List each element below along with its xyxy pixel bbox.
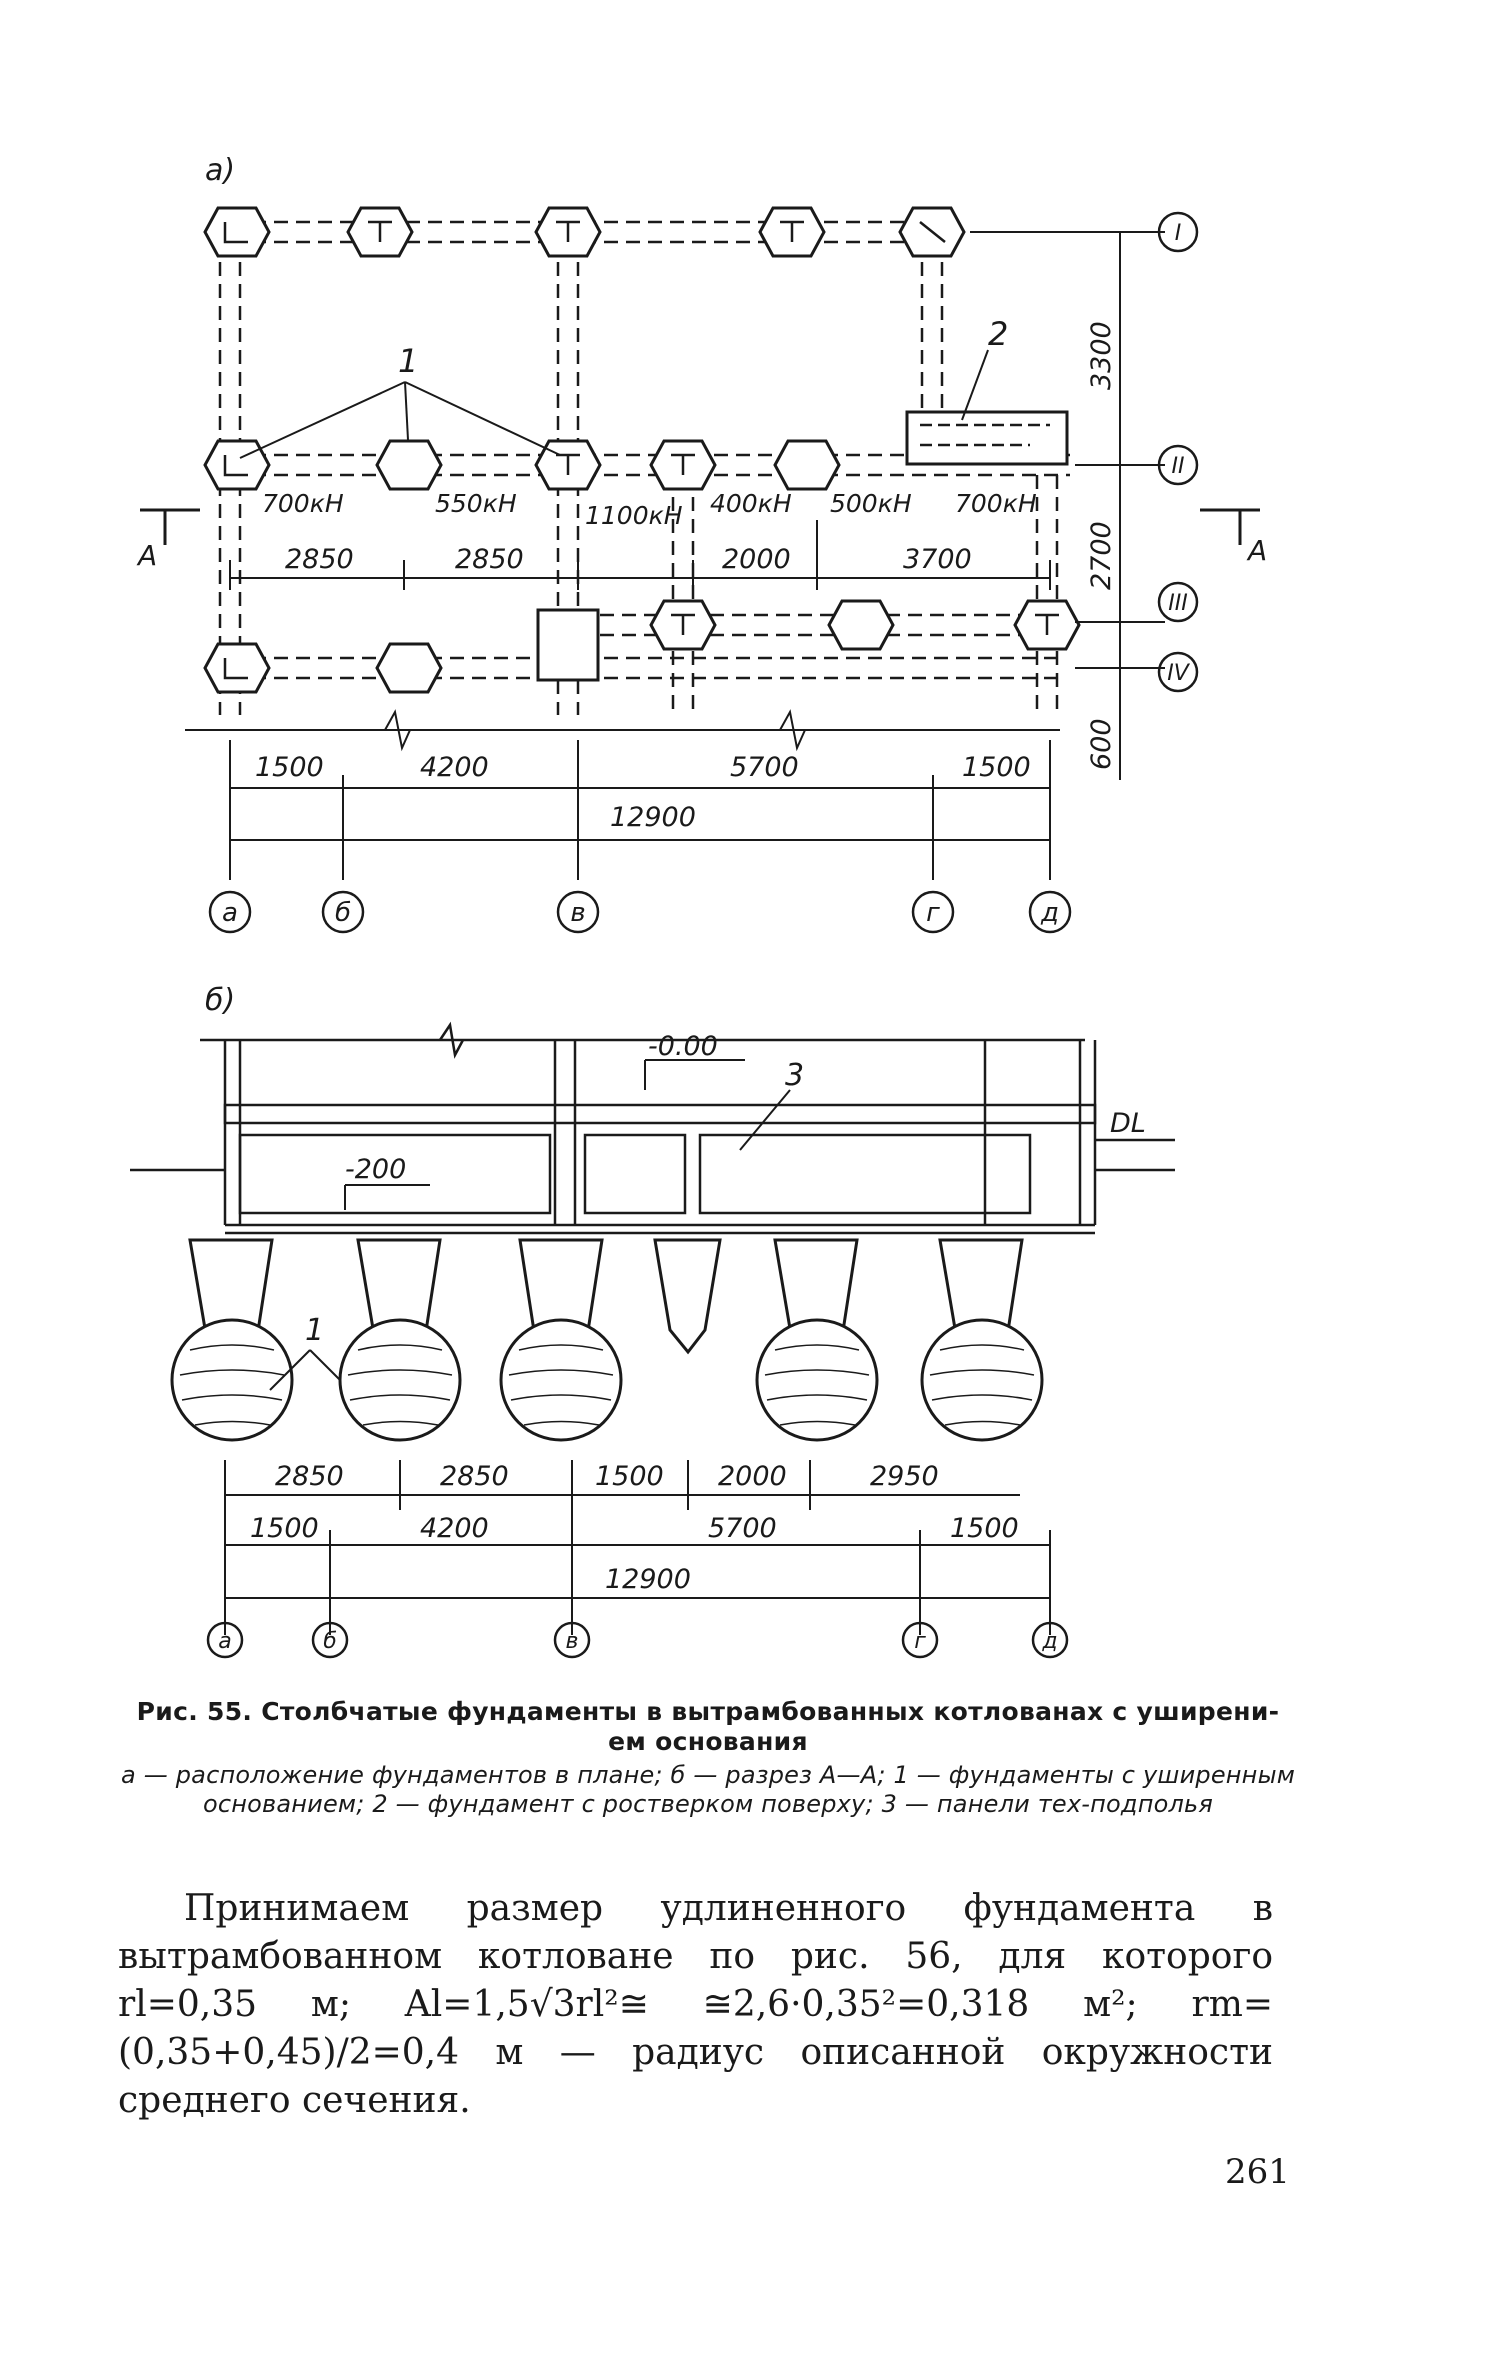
load-label: 400кН (710, 489, 792, 518)
section-dim-upper: 2000 (718, 1461, 787, 1492)
section-col-axis: б (323, 1629, 337, 1654)
section-mark-right: A (1246, 534, 1267, 567)
section-mark-left: A (136, 539, 157, 572)
plan-col-axis: в (570, 898, 585, 928)
plan-col-axis: б (335, 898, 351, 928)
plan-dim-upper: 2000 (722, 544, 791, 575)
section-dim-upper: 1500 (595, 1461, 664, 1492)
plan-callout-2: 2 (988, 315, 1008, 353)
vertical-dim: 600 (1086, 718, 1117, 770)
plan-dim-upper: 2850 (285, 544, 354, 575)
row-axis: IV (1167, 661, 1190, 686)
section-col-axis: в (566, 1629, 579, 1654)
vertical-dim: 2700 (1086, 521, 1117, 590)
plan-dim-upper: 3700 (903, 544, 972, 575)
row-axis: III (1168, 591, 1187, 616)
figure-caption: Рис. 55. Столбчатые фундаменты в вытрамб… (118, 1697, 1298, 1819)
foundation-drawing: a) (130, 153, 1267, 1659)
caption-legend: а — расположение фундаментов в плане; б … (120, 1761, 1296, 1818)
plan-dim-upper: 2850 (455, 544, 524, 575)
plan-dim-bottom: 5700 (730, 752, 799, 783)
caption-title: Рис. 55. Столбчатые фундаменты в вытрамб… (136, 1697, 1280, 1756)
dl-label: DL (1110, 1108, 1146, 1139)
section-col-axis: г (914, 1629, 926, 1654)
section-dim-upper: 2850 (275, 1461, 344, 1492)
body-paragraph: Принимаем размер удлиненного фундамента … (118, 1888, 1273, 2121)
section-dim-middle: 4200 (420, 1513, 489, 1544)
plan-col-axis: а (222, 898, 238, 928)
section-callout-1: 1 (305, 1313, 324, 1348)
load-label: 700кН (262, 489, 344, 518)
section-dim-middle: 5700 (708, 1513, 777, 1544)
load-label: 700кН (955, 489, 1037, 518)
plan-dim-bottom: 1500 (255, 752, 324, 783)
section-dim-middle: 1500 (250, 1513, 319, 1544)
row-axis: I (1175, 221, 1182, 246)
section-dim-upper: 2850 (440, 1461, 509, 1492)
load-label: 1100кН (585, 501, 683, 530)
row-axis: II (1172, 454, 1185, 479)
body-text: Принимаем размер удлиненного фундамента … (118, 1885, 1273, 2125)
load-label: 550кН (435, 489, 517, 518)
plan-col-axis: г (926, 898, 940, 928)
section-callout-3: 3 (785, 1058, 804, 1093)
plan-callout-1: 1 (398, 342, 418, 380)
plan-dim-bottom: 4200 (420, 752, 489, 783)
plan-dim-total: 12900 (610, 802, 696, 833)
load-label: 500кН (830, 489, 912, 518)
section-col-axis: д (1041, 1629, 1057, 1654)
vertical-dim: 3300 (1086, 321, 1117, 390)
figure-55: a) (130, 153, 1267, 1659)
plan-dim-bottom: 1500 (962, 752, 1031, 783)
level-top: -0.00 (648, 1031, 718, 1062)
section-dim-total: 12900 (605, 1564, 691, 1595)
panel-a-label: a) (205, 153, 235, 188)
panel-b-label: б) (205, 983, 235, 1018)
page-number: 261 (1225, 2152, 1290, 2192)
level-bottom: -200 (345, 1154, 406, 1185)
section-col-axis: а (218, 1629, 231, 1654)
section-dim-middle: 1500 (950, 1513, 1019, 1544)
section-dim-upper: 2950 (870, 1461, 939, 1492)
plan-col-axis: д (1040, 898, 1059, 928)
